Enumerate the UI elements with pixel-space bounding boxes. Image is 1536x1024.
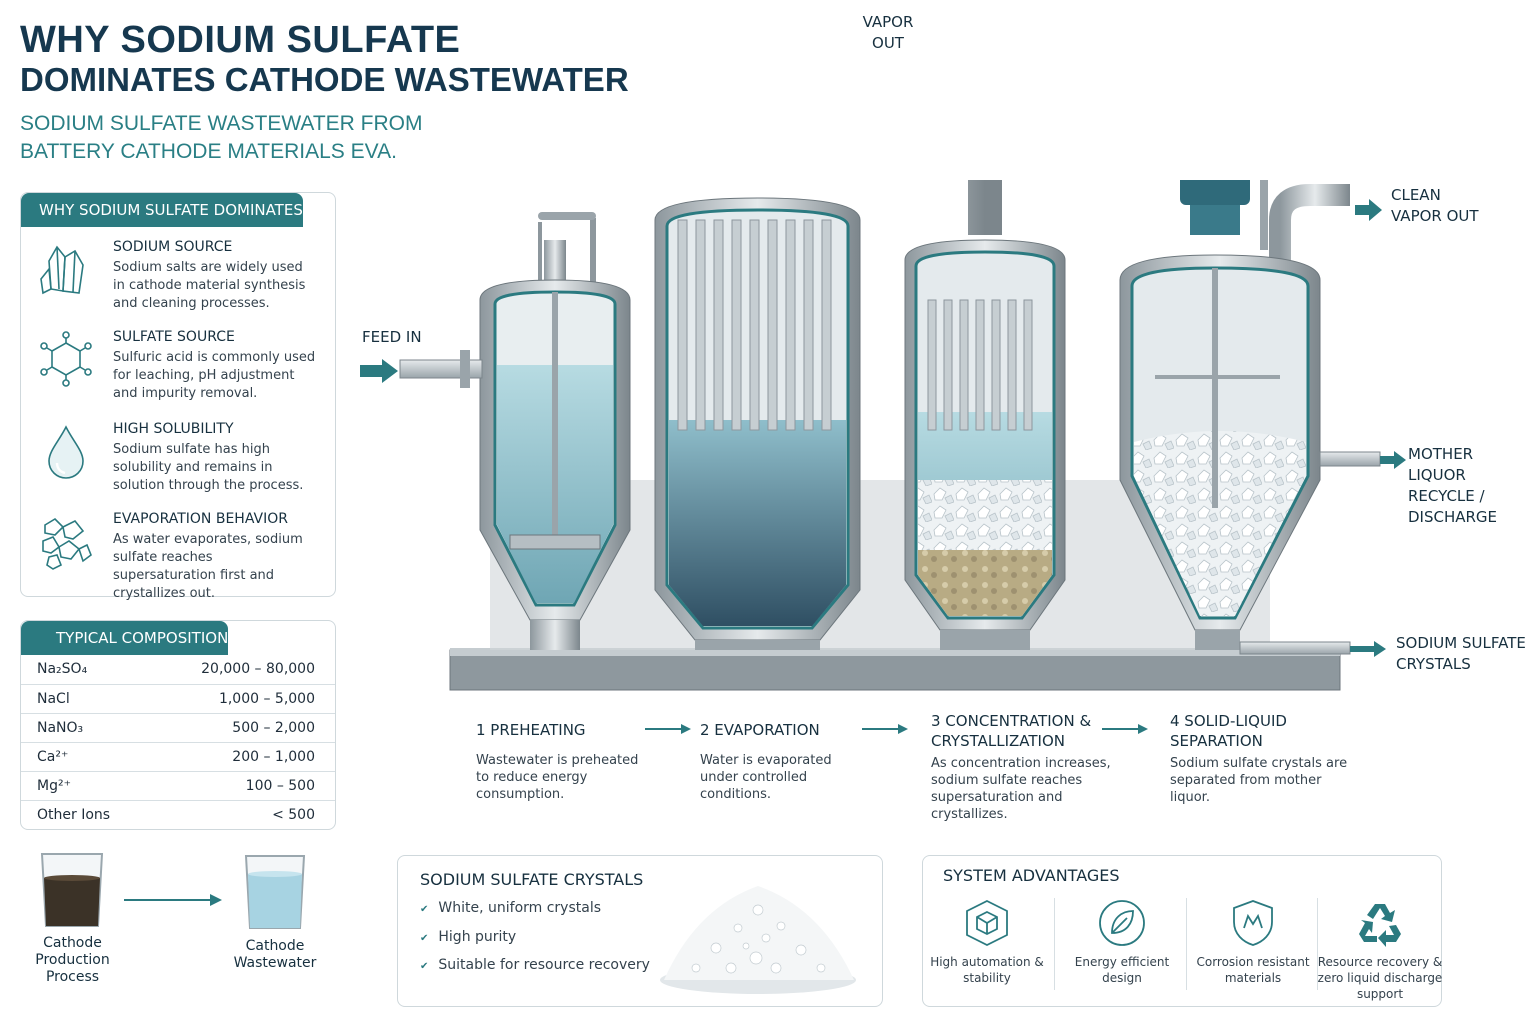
component-name: NaCl xyxy=(37,691,70,707)
component-name: Ca²⁺ xyxy=(37,749,69,765)
beaker-right-label: Cathode Wastewater xyxy=(233,938,317,971)
table-row: NaCl 1,000 – 5,000 xyxy=(21,684,335,713)
step-desc: Wastewater is preheated to reduce energy… xyxy=(476,753,639,802)
component-name: Na₂SO₄ xyxy=(37,661,88,677)
list-item: ✔Suitable for resource recovery xyxy=(420,957,650,973)
step-desc: Sodium sulfate crystals are separated fr… xyxy=(1170,756,1348,805)
advantage-recovery: Resource recovery & zero liquid discharg… xyxy=(1316,898,1444,1002)
crystal-cluster-icon xyxy=(42,517,92,570)
step-title: 4 SOLID-LIQUID SEPARATION xyxy=(1170,712,1287,750)
table-row: Ca²⁺ 200 – 1,000 xyxy=(21,742,335,771)
droplet-icon xyxy=(48,425,84,479)
crystals-panel: SODIUM SULFATE CRYSTALS ✔White, uniform … xyxy=(397,855,883,1007)
advantage-automation: High automation & stability xyxy=(923,898,1051,986)
component-value: < 500 xyxy=(272,807,315,823)
beaker-left-label: Cathode Production Process xyxy=(35,935,110,985)
shield-icon xyxy=(1233,900,1273,946)
step-title: 2 EVAPORATION xyxy=(700,721,820,739)
list-item: ✔White, uniform crystals xyxy=(420,900,602,916)
advantage-energy: Energy efficient design xyxy=(1058,898,1186,986)
page-subtitle: SODIUM SULFATE WASTEWATER FROM BATTERY C… xyxy=(20,112,423,163)
arrow-right-icon xyxy=(862,724,908,734)
list-item: ✔High purity xyxy=(420,929,517,945)
reason-title: EVAPORATION BEHAVIOR xyxy=(113,511,288,527)
composition-unit: (mg/L) xyxy=(267,629,317,647)
advantage-corrosion: Corrosion resistant materials xyxy=(1189,898,1317,986)
advantage-label: Corrosion resistant materials xyxy=(1196,955,1310,985)
mother-liquor-label: MOTHER LIQUOR RECYCLE / DISCHARGE xyxy=(1408,445,1498,526)
composition-title: TYPICAL COMPOSITION xyxy=(56,629,229,647)
advantage-label: Resource recovery & zero liquid discharg… xyxy=(1317,955,1443,1001)
beaker-light xyxy=(244,855,306,929)
reason-desc: Sulfuric acid is commonly used for leach… xyxy=(113,350,316,401)
arrow-right-icon xyxy=(1102,724,1148,734)
reason-title: SULFATE SOURCE xyxy=(113,329,235,345)
advantages-panel: SYSTEM ADVANTAGES High automation & stab… xyxy=(922,855,1442,1007)
component-value: 100 – 500 xyxy=(245,778,315,794)
crystals-header: SODIUM SULFATE CRYSTALS xyxy=(420,870,644,889)
table-row: Other Ions < 500 xyxy=(21,800,335,829)
sodium-crystals-label: SODIUM SULFATE CRYSTALS xyxy=(1396,634,1526,673)
component-value: 1,000 – 5,000 xyxy=(218,691,315,707)
check-icon: ✔ xyxy=(420,904,429,915)
why-panel: WHY SODIUM SULFATE DOMINATES SODIUM SOUR… xyxy=(20,192,336,601)
check-icon: ✔ xyxy=(420,933,429,944)
recycle-icon xyxy=(1359,904,1401,947)
crystal-icon xyxy=(40,245,84,295)
page-title-line2: DOMINATES CATHODE WASTEWATER xyxy=(20,61,629,98)
feed-in-label: FEED IN xyxy=(362,328,422,346)
step-desc: As concentration increases, sodium sulfa… xyxy=(931,756,1111,822)
component-value: 500 – 2,000 xyxy=(232,720,315,736)
step-desc: Water is evaporated under controlled con… xyxy=(700,753,832,802)
divider xyxy=(1317,898,1318,990)
leaf-icon xyxy=(1099,900,1145,946)
reason-desc: As water evaporates, sodium sulfate reac… xyxy=(113,532,303,601)
why-panel-header: WHY SODIUM SULFATE DOMINATES xyxy=(21,193,303,227)
divider xyxy=(1186,898,1187,990)
composition-table: TYPICAL COMPOSITION (mg/L) Na₂SO₄ 20,000… xyxy=(20,620,336,830)
reason-title: SODIUM SOURCE xyxy=(113,239,233,255)
check-icon: ✔ xyxy=(420,961,429,972)
component-name: NaNO₃ xyxy=(37,720,84,736)
advantage-label: High automation & stability xyxy=(930,955,1044,985)
reason-desc: Sodium sulfate has high solubility and r… xyxy=(113,442,304,493)
step-title: 1 PREHEATING xyxy=(476,721,586,739)
divider xyxy=(1054,898,1055,990)
page-title: WHY SODIUM SULFATE xyxy=(20,19,461,61)
step-separation: 4 SOLID-LIQUID SEPARATION Sodium sulfate… xyxy=(1170,711,1350,806)
component-name: Mg²⁺ xyxy=(37,778,71,794)
molecule-icon xyxy=(40,331,92,387)
component-value: 20,000 – 80,000 xyxy=(201,661,315,677)
clean-vapor-out-label: CLEAN VAPOR OUT xyxy=(1391,186,1479,225)
cube-icon xyxy=(966,899,1008,947)
reason-title: HIGH SOLUBILITY xyxy=(113,421,234,437)
step-concentration: 3 CONCENTRATION & CRYSTALLIZATION As con… xyxy=(931,711,1111,823)
table-row: Na₂SO₄ 20,000 – 80,000 xyxy=(21,655,335,684)
arrow-right-icon xyxy=(124,894,222,906)
step-evaporation: 2 EVAPORATION Water is evaporated under … xyxy=(700,720,870,803)
step-preheating: 1 PREHEATING Wastewater is preheated to … xyxy=(476,720,646,803)
component-value: 200 – 1,000 xyxy=(232,749,315,765)
advantage-label: Energy efficient design xyxy=(1074,955,1170,985)
beaker-dark xyxy=(40,853,104,927)
evaporation-system-diagram xyxy=(360,180,1406,691)
table-row: NaNO₃ 500 – 2,000 xyxy=(21,713,335,742)
vapor-out-label: VAPOR OUT xyxy=(862,13,914,52)
composition-header: TYPICAL COMPOSITION (mg/L) xyxy=(21,621,316,655)
crystal-pile-image xyxy=(660,886,856,994)
step-title: 3 CONCENTRATION & CRYSTALLIZATION xyxy=(931,712,1092,750)
arrow-right-icon xyxy=(645,724,691,734)
advantages-header: SYSTEM ADVANTAGES xyxy=(943,866,1120,885)
table-row: Mg²⁺ 100 – 500 xyxy=(21,771,335,800)
reason-desc: Sodium salts are widely used in cathode … xyxy=(113,260,306,311)
component-name: Other Ions xyxy=(37,807,111,823)
